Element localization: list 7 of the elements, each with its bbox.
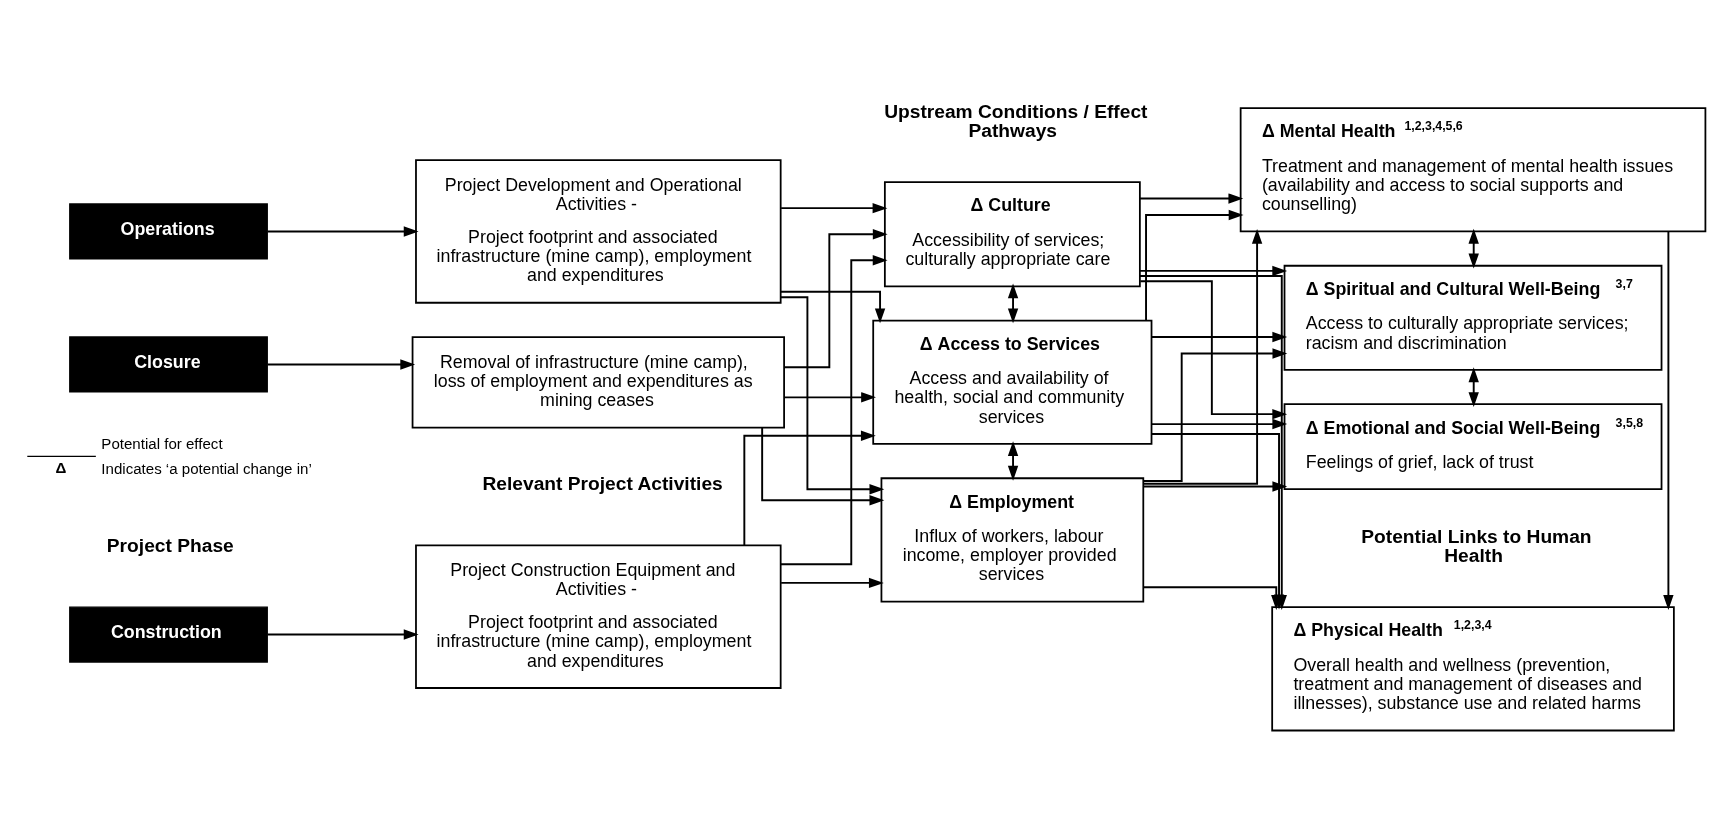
label: Potential Links to Human Health — [1361, 525, 1592, 567]
label: Relevant Project Activities — [482, 473, 723, 495]
label: Indicates ‘a potential change in’ — [101, 459, 312, 477]
label: Project Phase — [106, 534, 234, 556]
label: Upstream Conditions / Effect Pathways — [884, 100, 1148, 142]
label: Δ — [55, 458, 67, 476]
legend-label: Potential for effect — [101, 435, 223, 453]
